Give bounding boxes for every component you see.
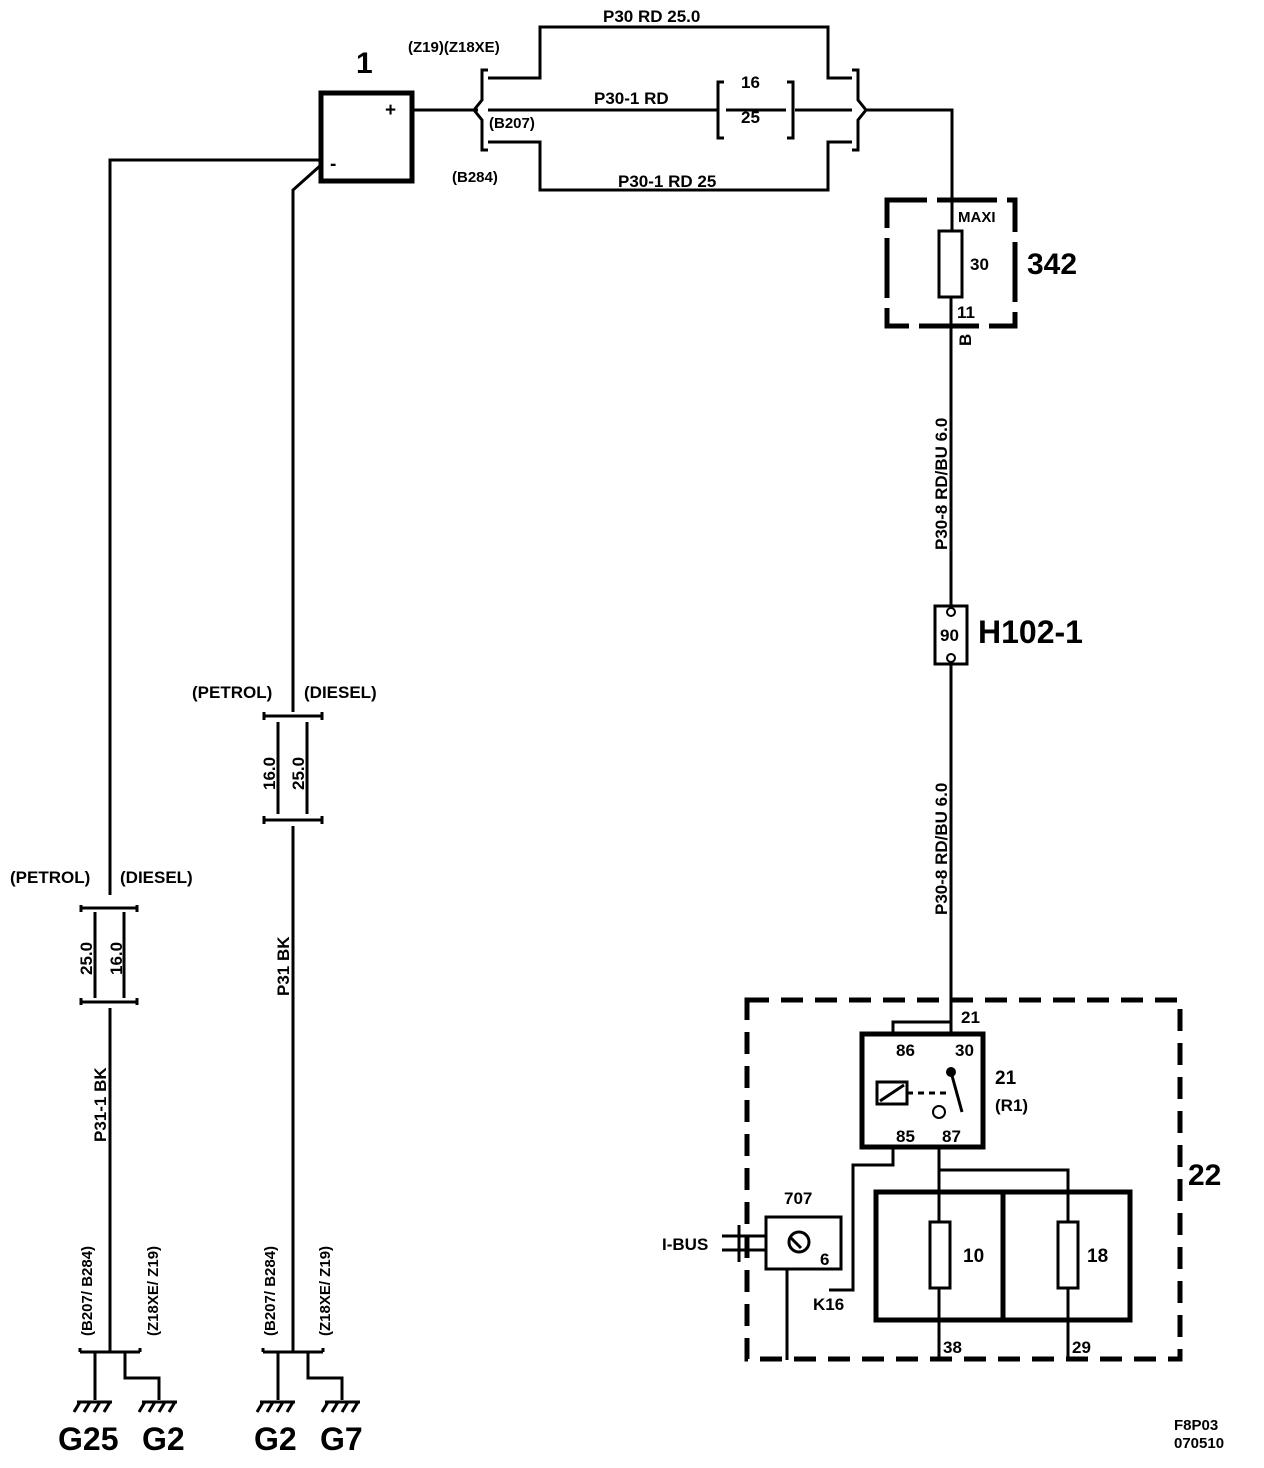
variant-b207: (B207) bbox=[489, 115, 535, 132]
ecu-symbol-icon bbox=[787, 1230, 811, 1254]
fuse-10-pin: 38 bbox=[943, 1338, 962, 1357]
fuse-18-rating: 18 bbox=[1087, 1246, 1108, 1267]
battery bbox=[318, 90, 415, 184]
ibus-label: I-BUS bbox=[662, 1235, 708, 1254]
ecu-707 bbox=[764, 1215, 843, 1271]
relay-id: 21 bbox=[995, 1068, 1017, 1089]
maxi-fuse-id: 342 bbox=[1027, 248, 1077, 281]
mid-variant-z: (Z18XE/ Z19) bbox=[317, 1246, 334, 1336]
wire-p30-8-upper: P30-8 RD/BU 6.0 bbox=[932, 418, 951, 550]
ecu-id: 707 bbox=[784, 1189, 812, 1208]
mid-variant-petrol: (PETROL) bbox=[192, 683, 272, 702]
fuse-10 bbox=[928, 1220, 952, 1290]
variant-z19-z18xe: (Z19)(Z18XE) bbox=[408, 39, 500, 56]
variant-b284: (B284) bbox=[452, 169, 498, 186]
module-22-id: 22 bbox=[1188, 1159, 1221, 1192]
connector-h102-pin: 90 bbox=[940, 626, 959, 645]
left-variant-z: (Z18XE/ Z19) bbox=[145, 1246, 162, 1336]
left-size-diesel: 16.0 bbox=[107, 942, 126, 975]
relay-pin-86: 86 bbox=[896, 1041, 915, 1060]
ground-g25-icon bbox=[72, 1400, 112, 1413]
relay-sub: (R1) bbox=[995, 1096, 1028, 1115]
footer-date: 070510 bbox=[1174, 1435, 1224, 1452]
mid-variant-diesel: (DIESEL) bbox=[304, 683, 377, 702]
ground-g7-icon bbox=[320, 1400, 360, 1413]
module-22-pin-top: 21 bbox=[961, 1008, 980, 1027]
wire-p30-1-mid: P30-1 RD bbox=[594, 89, 669, 108]
relay-21 bbox=[859, 1031, 986, 1150]
fuse-18-pin: 29 bbox=[1072, 1338, 1091, 1357]
wire-p30-8-lower: P30-8 RD/BU 6.0 bbox=[932, 783, 951, 915]
relay-pin-87: 87 bbox=[942, 1127, 961, 1146]
relay-pin-30: 30 bbox=[955, 1041, 974, 1060]
mid-wire-label: P31 BK bbox=[274, 936, 293, 996]
fuse-18 bbox=[1056, 1220, 1080, 1290]
battery-plus: + bbox=[385, 100, 396, 121]
ecu-connector: K16 bbox=[813, 1295, 844, 1314]
footer-code: F8P03 bbox=[1174, 1417, 1218, 1434]
ground-g2-mid-label: G2 bbox=[254, 1421, 297, 1457]
battery-label: 1 bbox=[356, 47, 373, 80]
mid-variant-b: (B207/ B284) bbox=[262, 1246, 279, 1336]
battery-minus: - bbox=[330, 154, 336, 175]
left-wire-label: P31-1 BK bbox=[91, 1067, 110, 1142]
ground-g2-left-label: G2 bbox=[142, 1421, 185, 1457]
wire-p30-top: P30 RD 25.0 bbox=[603, 7, 700, 26]
maxi-fuse-rating: 30 bbox=[970, 255, 989, 274]
wire-mid-size-25: 25 bbox=[741, 108, 760, 127]
fuse-10-rating: 10 bbox=[963, 1246, 984, 1267]
ecu-pin: 6 bbox=[820, 1250, 829, 1269]
left-variant-b: (B207/ B284) bbox=[79, 1246, 96, 1336]
left-variant-petrol: (PETROL) bbox=[10, 868, 90, 887]
mid-size-petrol: 16.0 bbox=[260, 757, 279, 790]
ground-g2-left-icon bbox=[137, 1400, 177, 1413]
connector-h102-id: H102-1 bbox=[978, 614, 1083, 650]
ground-g2-mid-icon bbox=[255, 1400, 295, 1413]
maxi-fuse-pin: 11 bbox=[957, 303, 975, 322]
relay-pin-85: 85 bbox=[896, 1127, 915, 1146]
wire-mid-size-16: 16 bbox=[741, 73, 760, 92]
wire-p30-1-bot: P30-1 RD 25 bbox=[618, 172, 716, 191]
left-variant-diesel: (DIESEL) bbox=[120, 868, 193, 887]
mid-size-diesel: 25.0 bbox=[289, 757, 308, 790]
ground-g7-label: G7 bbox=[320, 1421, 363, 1457]
maxi-fuse-connector: B bbox=[956, 334, 975, 346]
module-22-box bbox=[744, 997, 1183, 1362]
ground-g25-label: G25 bbox=[58, 1421, 118, 1457]
left-size-petrol: 25.0 bbox=[77, 942, 96, 975]
maxi-fuse-type: MAXI bbox=[958, 209, 996, 226]
maxi-fuse-element bbox=[937, 229, 964, 299]
